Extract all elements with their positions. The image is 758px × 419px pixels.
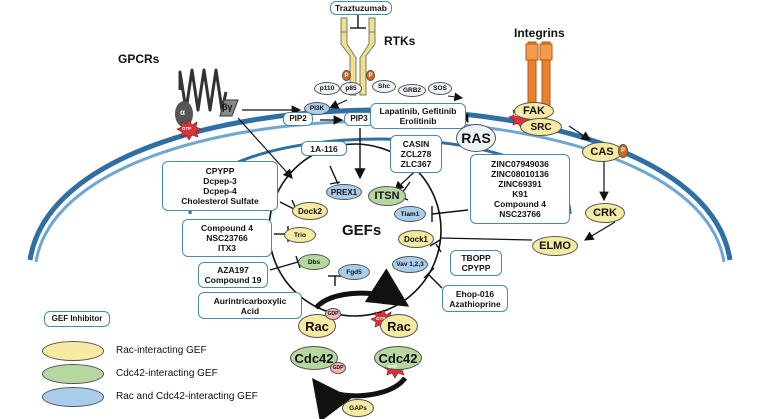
gpcrs-label: GPCRs	[118, 52, 160, 66]
legend-both-swatch	[42, 387, 104, 407]
fgd5-inhibitor-box: Aurintricarboxylic Acid	[198, 292, 302, 319]
tiam1-inhibitor-line-6: NSC23766	[499, 209, 541, 219]
elmo-node: ELMO	[532, 236, 578, 256]
p85-node: p85	[340, 82, 362, 95]
gpcr-alpha-label: α	[180, 108, 185, 117]
rtk-phospho-right: P	[366, 70, 375, 81]
crk-node: CRK	[585, 203, 625, 223]
fak-node: FAK	[514, 102, 554, 120]
fak-gtp-label: GTP	[514, 112, 524, 117]
dbs-inhibitor-line-2: Compound 19	[204, 275, 262, 285]
sos-node: SOS	[428, 82, 452, 95]
gef-trio: Trio	[284, 227, 316, 243]
gef-vav: Vav 1,2,3	[392, 256, 428, 273]
gef-tiam1: Tiam1	[394, 206, 426, 222]
prex1-inhibitor-box: 1A-116	[301, 141, 347, 156]
rtk-phospho-left: P	[342, 70, 351, 81]
tiam1-inhibitor-box: ZINC07949036 ZINC08010136 ZINC69391 K91 …	[470, 154, 570, 224]
fgd5-inhibitor-line-2: Acid	[240, 305, 260, 316]
rac-gdp-node: Rac	[298, 314, 336, 338]
trio-inhibitor-line-1: Compound 4	[201, 223, 253, 233]
tiam1-inhibitor-line-5: Compound 4	[494, 199, 546, 209]
vav-inhibitor-line-2: Azathioprine	[449, 298, 501, 309]
rtk-inhibitor-box: Lapatinib, Gefitinib Erolitinib	[370, 103, 466, 129]
rtk-inhibitor-line-1: Lapatinib, Gefitinib	[379, 106, 457, 116]
shc-node: Shc	[372, 80, 396, 93]
rac-gdp-badge: GDP	[325, 308, 341, 320]
gef-prex1: PREX1	[326, 184, 362, 200]
trio-inhibitor-line-3: ITX3	[218, 243, 236, 253]
cas-node: CAS	[582, 142, 622, 162]
tiam1-inhibitor-line-2: ZINC08010136	[491, 169, 549, 179]
gpcr-beta-gamma-subunit	[219, 99, 239, 117]
cdc42-gdp-badge: GDP	[330, 362, 346, 374]
dock2-inhibitor-box: CPYPP Dcpep-3 Dcpep-4 Cholesterol Sulfat…	[162, 161, 278, 211]
itsn-inhibitor-box: CASIN ZCL278 ZLC367	[390, 135, 442, 173]
itsn-inhibitor-line-3: ZLC367	[400, 159, 432, 169]
rtks-label: RTKs	[384, 34, 416, 48]
dock2-inhibitor-line-3: Dcpep-4	[203, 186, 237, 196]
rtk-receptor-shape	[340, 29, 357, 96]
tiam1-inhibitor-line-1: ZINC07949036	[491, 159, 549, 169]
legend-rac-label: Rac-interacting GEF	[116, 345, 207, 356]
dock1-inhibitor-line-2: CPYPP	[461, 263, 491, 273]
gpcr-beta-gamma-label: βγ	[222, 102, 233, 112]
trio-inhibitor-box: Compound 4 NSC23766 ITX3	[182, 219, 272, 257]
gef-dock1: Dock1	[398, 230, 434, 248]
cas-phospho: P	[618, 144, 628, 158]
gef-fgd5: Fgd5	[338, 264, 370, 280]
gef-dock2: Dock2	[292, 202, 328, 220]
ras-node: RAS	[456, 124, 496, 152]
dock1-inhibitor-box: TBOPP CPYPP	[450, 250, 502, 276]
dock2-inhibitor-line-4: Cholesterol Sulfate	[181, 196, 259, 206]
legend-cdc42-label: Cdc42-interacting GEF	[116, 368, 218, 379]
dbs-inhibitor-box: AZA197 Compound 19	[198, 262, 268, 288]
legend-rac-swatch	[42, 341, 104, 361]
itsn-inhibitor-line-1: CASIN	[402, 139, 430, 149]
dock2-inhibitor-line-2: Dcpep-3	[203, 176, 237, 186]
dock1-inhibitor-line-1: TBOPP	[461, 253, 491, 263]
cdc42-gtp-node: Cdc42	[374, 346, 422, 370]
traztuzumab-box: Traztuzumab	[330, 1, 392, 15]
gpcr-receptor-shape	[178, 68, 228, 112]
legend-both-label: Rac and Cdc42-interacting GEF	[116, 391, 258, 402]
cdc42-gtp-label: GTP	[388, 364, 398, 369]
legend-inhibitor-box: GEF Inhibitor	[44, 311, 110, 327]
rac-activation-arrow	[314, 268, 410, 310]
grb2-node: GRB2	[398, 84, 426, 97]
vav-inhibitor-line-1: Ehop-016	[455, 288, 495, 299]
dbs-inhibitor-line-1: AZA197	[217, 265, 249, 275]
pip2-box: PIP2	[283, 112, 313, 126]
gefs-title: GEFs	[342, 222, 382, 239]
gaps-node: GAPs	[342, 399, 374, 417]
p110-node: p110	[314, 82, 340, 95]
gtp-star-gpcr	[176, 119, 202, 141]
vav-inhibitor-box: Ehop-016 Azathioprine	[442, 285, 508, 312]
integrins-label: Integrins	[514, 26, 565, 40]
gef-dbs: Dbs	[298, 254, 330, 270]
trio-inhibitor-line-2: NSC23766	[206, 233, 248, 243]
rac-gtp-node: Rac	[380, 314, 418, 338]
dock2-inhibitor-line-1: CPYPP	[205, 166, 235, 176]
rac-gtp-label: GTP	[376, 316, 386, 321]
gpcr-gtp-label: GTP	[182, 126, 192, 131]
legend-cdc42-swatch	[42, 364, 104, 384]
cdc42-inactivation-arrow	[311, 376, 408, 419]
tiam1-inhibitor-line-4: K91	[512, 189, 528, 199]
rtk-inhibitor-line-2: Erolitinib	[399, 116, 437, 126]
tiam1-inhibitor-line-3: ZINC69391	[498, 179, 542, 189]
src-node: SRC	[520, 118, 562, 136]
pi3k-node: PI3K	[304, 102, 330, 115]
gef-itsn: ITSN	[368, 186, 406, 206]
fgd5-inhibitor-line-1: Aurintricarboxylic	[213, 295, 287, 306]
itsn-inhibitor-line-2: ZCL278	[400, 149, 432, 159]
